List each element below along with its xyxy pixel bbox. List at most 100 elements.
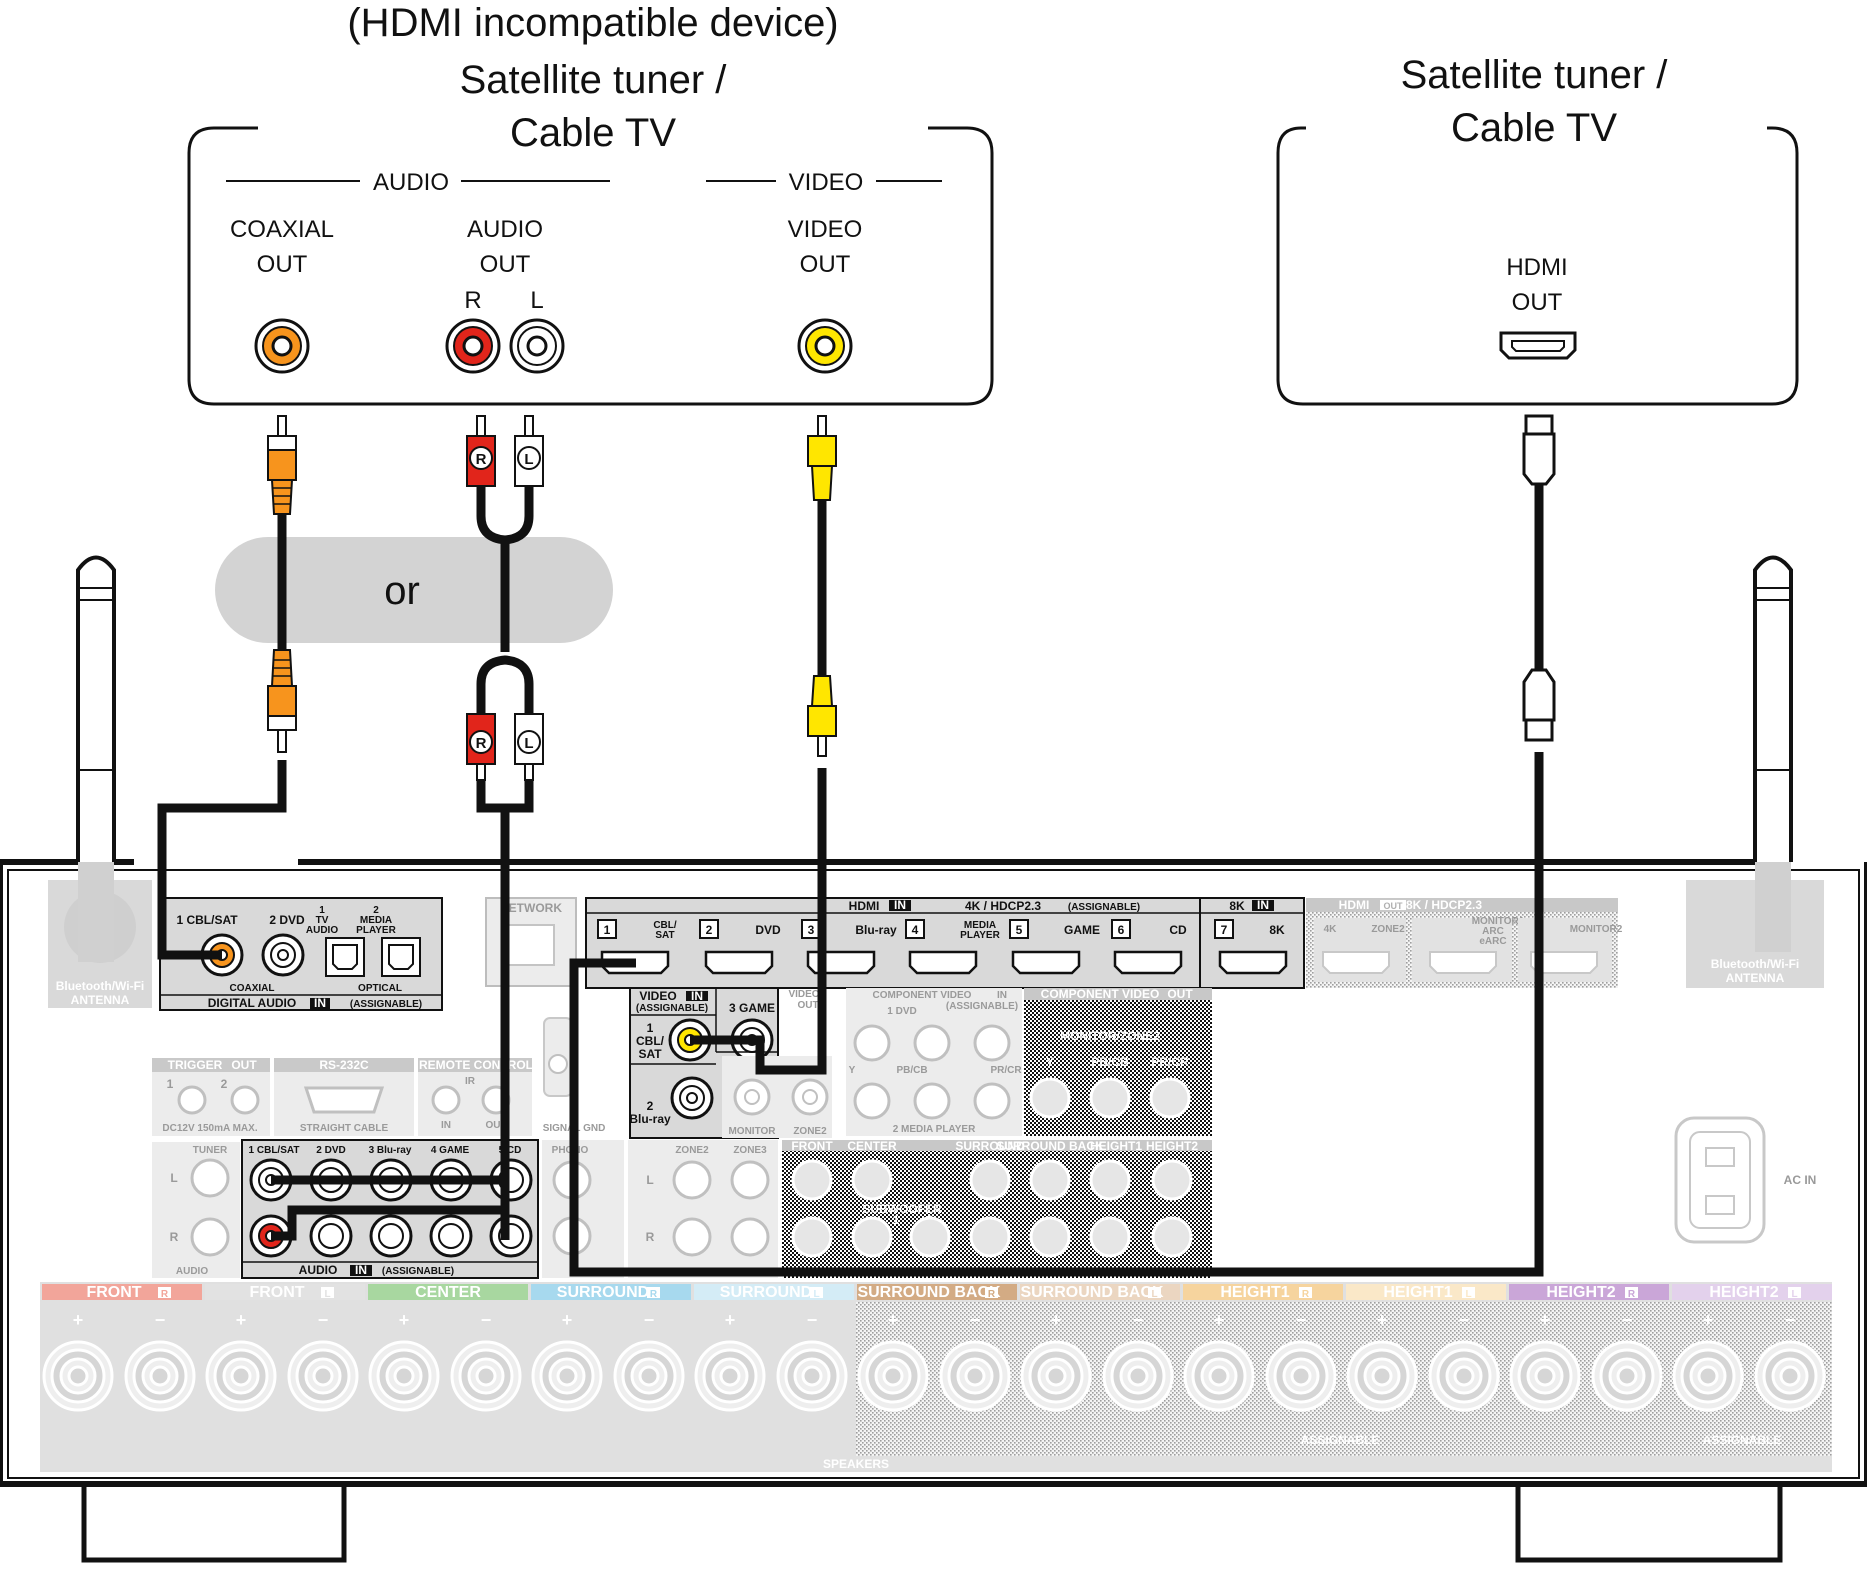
speaker-header-label-7: HEIGHT1 [1220,1284,1289,1301]
speaker-side-badge-3: R [650,1289,658,1300]
hdmi-in-spec: 4K / HDCP2.3 [965,899,1041,913]
preout-center: CENTER [847,1139,897,1153]
speaker-header-label-4: SURROUND [720,1284,812,1301]
preout-panel: FRONT CENTER SURROUND SURROUND BACK HEIG… [782,1139,1212,1278]
component-out-pr: PR/CR [1151,1055,1189,1069]
speaker-side-badge-5: R [988,1289,996,1300]
speaker-post-ring-2-1-3 [475,1365,497,1387]
audio-out-l-label: L [530,287,543,314]
component-in-panel: COMPONENT VIDEO IN 1 DVD (ASSIGNABLE) Y … [846,988,1022,1136]
minus-sign-7: − [1296,1310,1307,1330]
speaker-side-badge-bg-5 [985,1287,998,1298]
right-device-box [1276,126,1799,406]
speaker-header-bg-2 [368,1284,528,1300]
speaker-side-badge-4: L [813,1289,819,1300]
audio-in-badge: IN [355,1263,367,1277]
hdmi-in-4-name-2: PLAYER [960,930,1000,941]
speaker-header-label-2: CENTER [415,1284,481,1301]
hdmi-out-monitor2: MONITOR2 [1570,924,1623,935]
speaker-post-ring-3-0-3 [556,1365,578,1387]
right-foot [1515,1484,1783,1563]
left-antenna-label-1: Bluetooth/Wi-Fi [56,979,145,993]
plus-sign-7: + [1214,1310,1225,1330]
audio-group-label: AUDIO [373,169,449,196]
speaker-side-badge-7: R [1302,1289,1310,1300]
zone2-label: ZONE2 [675,1145,709,1156]
hdmi-out-4k: 4K [1324,924,1338,935]
hdmi-in-4-name-1: MEDIA [964,920,996,931]
hdmi-out-label: HDMI [1339,898,1370,912]
speaker-side-badge-bg-7 [1299,1287,1312,1298]
trigger-1: 1 [167,1077,174,1091]
minus-sign-9: − [1622,1310,1633,1330]
plus-sign-0: + [73,1310,84,1330]
hdmi-in-7: 7 8K [1214,919,1288,975]
speaker-post-ring-6-0-3 [1045,1365,1067,1387]
analog-audio-cable: R L R L [271,415,544,1241]
coaxial-out-label-1: COAXIAL [230,216,334,243]
video-in2-label: Blu-ray [629,1112,671,1126]
plus-sign-1: + [236,1310,247,1330]
hdmi-in-1-name-2: SAT [655,930,674,941]
hdmi-in-badge: IN [894,898,906,912]
hdmi-in-6-num: 6 [1118,923,1125,937]
audio-in-assignable: (ASSIGNABLE) [382,1266,454,1277]
zone-l: L [646,1173,653,1187]
coaxial-label: COAXIAL [230,983,275,994]
hdmi-out-arc: ARC [1482,926,1504,937]
tuner-audio: AUDIO [176,1266,208,1277]
hdmi-in-2: 2 DVD [699,919,781,975]
component-out-pb: PB/CB [1091,1055,1129,1069]
speaker-side-badge-bg-9 [1625,1287,1638,1298]
component-in-dvd: 1 DVD [887,1006,916,1017]
video-in-label: VIDEO [639,989,676,1003]
plug-r-top-label: R [476,451,487,468]
speaker-side-badge-10: L [1791,1289,1797,1300]
hdmi-in-5-num: 5 [1016,923,1023,937]
speaker-post-ring-5-1-3 [964,1365,986,1387]
right-antenna-label-2: ANTENNA [1726,971,1785,985]
plus-sign-6: + [1051,1310,1062,1330]
digital-audio-footer: DIGITAL AUDIO [208,996,296,1010]
component-out-panel: COMPONENT VIDEO OUT MONITOR/ZONE2 Y PB/C… [1024,987,1212,1136]
speakers-footer: SPEAKERS [823,1457,889,1471]
plus-sign-4: + [725,1310,736,1330]
speaker-post-ring-10-0-3 [1697,1365,1719,1387]
video-out-monitor: MONITOR [728,1126,776,1137]
speaker-header-label-8: HEIGHT1 [1383,1284,1452,1301]
digital-assignable: (ASSIGNABLE) [350,999,422,1010]
digital-in3-label-2: AUDIO [306,925,338,936]
plus-sign-2: + [399,1310,410,1330]
digital-in2-label: 2 DVD [269,913,305,927]
component-in-label: COMPONENT VIDEO [873,990,972,1001]
speaker-header-label-1: FRONT [249,1284,304,1301]
speaker-posts: +−+−+−+−+−+−+−+−+−+−+− [42,1310,1826,1412]
speaker-side-badge-6: L [1151,1289,1157,1300]
video-out-zone2: ZONE2 [793,1126,827,1137]
video-out-label-2: OUT [800,251,851,278]
rs232c-panel: RS-232C STRAIGHT CABLE [274,1058,414,1136]
video-in1-label-2: SAT [638,1047,662,1061]
component-in-badge: IN [997,990,1007,1001]
left-device-title-line2: Cable TV [510,111,676,155]
remote-control-panel: REMOTE CONTROL IR IN OUT [418,1058,533,1136]
hdmi-in-1-num: 1 [604,923,611,937]
preout-front: FRONT [791,1139,833,1153]
trigger-out-badge: OUT [231,1058,257,1072]
audio-out-label-1: AUDIO [467,216,543,243]
remote-ir: IR [465,1076,476,1087]
speaker-post-ring-1-1-3 [312,1365,334,1387]
right-device-title-line1: Satellite tuner / [1401,53,1669,97]
speaker-post-ring-9-0-3 [1534,1365,1556,1387]
right-device-title-line2: Cable TV [1451,106,1617,150]
preout-surround-back: SURROUND BACK [996,1139,1104,1153]
or-bubble: or [215,537,613,643]
digital-in1-label: 1 CBL/SAT [176,913,238,927]
speaker-header-label-3: SURROUND [557,1284,649,1301]
digital-in3-num: 1 [319,905,325,916]
speaker-post-ring-8-0-3 [1371,1365,1393,1387]
rs232c-label: RS-232C [319,1058,369,1072]
speaker-side-badge-bg-6 [1148,1287,1161,1298]
hdmi-out-port-icon [1499,331,1577,360]
